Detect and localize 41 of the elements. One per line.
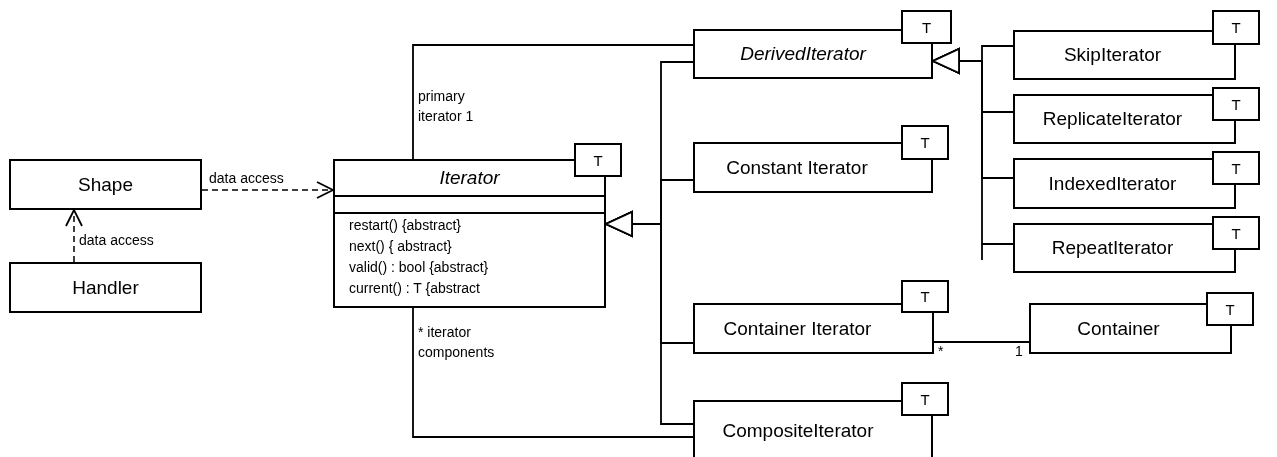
class-box	[9, 159, 202, 210]
template-parameter-box: T	[1212, 151, 1260, 185]
class-name: IndexedIterator	[1048, 172, 1177, 195]
class-name: Shape	[78, 173, 133, 196]
class-name: Handler	[72, 276, 139, 299]
association-line	[412, 44, 694, 160]
dependency-arrow	[65, 209, 83, 263]
operation-text: current() : T {abstract	[349, 280, 480, 297]
template-parameter-box: T	[901, 382, 949, 416]
dependency-arrow	[201, 181, 334, 199]
template-parameter-box: T	[1212, 87, 1260, 121]
generalization-arrow	[605, 211, 694, 425]
class-name: DerivedIterator	[740, 43, 866, 65]
class-name: Constant Iterator	[726, 156, 868, 179]
class-box	[693, 303, 934, 354]
generalization-arrow	[932, 48, 1014, 245]
class-name: ReplicateIterator	[1042, 108, 1183, 130]
class-name: SkipIterator	[1063, 44, 1162, 66]
template-parameter-box: T	[1206, 292, 1254, 326]
edge-label: data access	[208, 170, 285, 186]
template-parameter-box: T	[1212, 10, 1260, 45]
template-parameter-box: T	[901, 10, 952, 44]
operation-text: valid() : bool {abstract}	[349, 259, 489, 276]
edge-label: data access	[78, 232, 155, 248]
class-name: RepeatIterator	[1051, 237, 1174, 259]
role-label: * iterator components	[418, 323, 496, 362]
multiplicity-label: *	[938, 344, 945, 358]
class-name: CompositeIterator	[722, 420, 874, 442]
operation-text: restart() {abstract}	[349, 217, 462, 234]
association-line	[933, 341, 1030, 343]
operation-text: next() { abstract}	[349, 238, 452, 255]
class-box	[9, 262, 202, 313]
class-name: Container Iterator	[723, 317, 872, 340]
class-name: Container	[1077, 317, 1160, 340]
association-line	[412, 307, 694, 438]
template-parameter-box: T	[901, 280, 949, 313]
role-label: primary iterator 1	[418, 87, 475, 126]
multiplicity-label: 1	[1015, 344, 1024, 358]
template-parameter-box: T	[1212, 216, 1260, 250]
template-parameter-box: T	[901, 125, 949, 160]
template-parameter-box: T	[574, 143, 622, 177]
